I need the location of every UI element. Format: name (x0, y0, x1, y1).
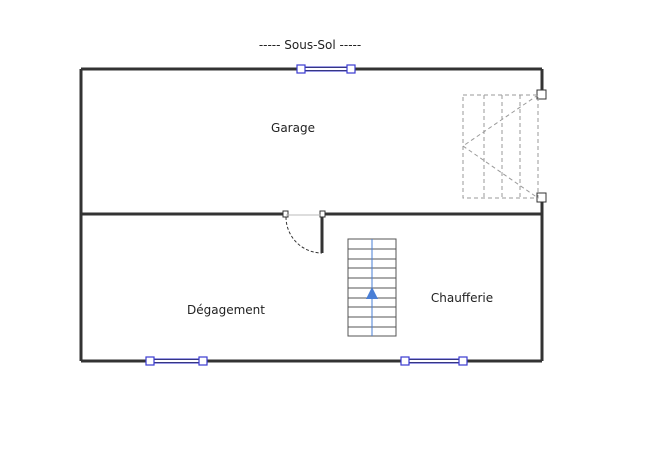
window-bottom-left (145, 356, 208, 366)
plan-title: ----- Sous-Sol ----- (258, 38, 362, 52)
window-bottom-right (400, 356, 468, 366)
room-label-garage: Garage (271, 121, 315, 135)
window-top (296, 64, 356, 74)
overhead-stairs-dashed (462, 94, 539, 199)
stairs-arrow-icon (366, 287, 378, 299)
room-label-degagement: Dégagement (187, 303, 265, 317)
door (282, 210, 326, 254)
room-label-chaufferie: Chaufferie (430, 291, 494, 305)
